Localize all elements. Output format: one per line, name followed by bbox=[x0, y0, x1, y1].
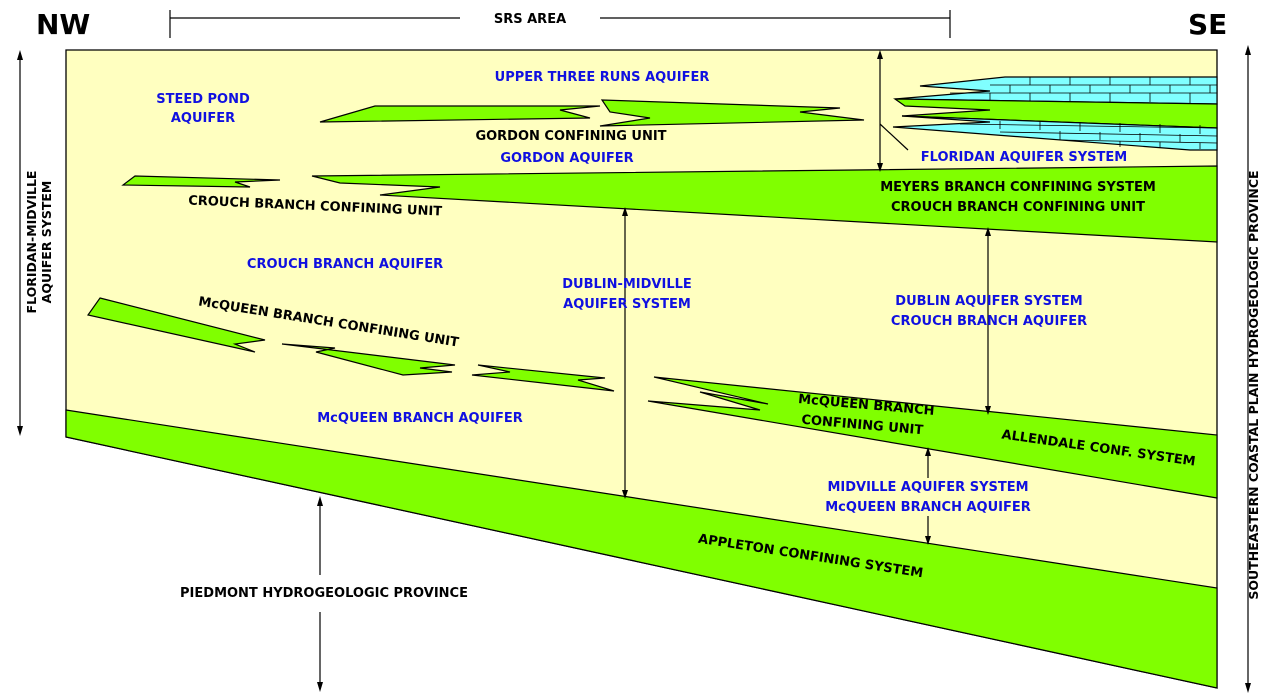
mcqueen-cu-lens-2 bbox=[281, 343, 456, 376]
piedmont-label: PIEDMONT HYDROGEOLOGIC PROVINCE bbox=[180, 586, 468, 601]
gordon-cu-lens-2 bbox=[599, 99, 865, 127]
dublin-midville-label-1: DUBLIN-MIDVILLE bbox=[562, 277, 692, 292]
srs-area-label: SRS AREA bbox=[494, 12, 566, 27]
right-side-label: SOUTHEASTERN COASTAL PLAIN HYDROGEOLOGIC… bbox=[1246, 170, 1261, 599]
dublin-midville-arrow bbox=[622, 207, 628, 499]
dublin-midville-label-2: AQUIFER SYSTEM bbox=[563, 297, 691, 312]
floridan-label: FLORIDAN AQUIFER SYSTEM bbox=[921, 150, 1127, 165]
mcqueen-cu-lens-3 bbox=[471, 364, 615, 392]
meyers-label-1: MEYERS BRANCH CONFINING SYSTEM bbox=[880, 180, 1156, 195]
floridan-limestone bbox=[892, 76, 1218, 151]
right-arrow bbox=[1245, 45, 1251, 693]
crouch-cu-lens-nw bbox=[121, 175, 281, 188]
gordon-aquifer-label: GORDON AQUIFER bbox=[500, 151, 633, 166]
appleton-confining-system bbox=[65, 409, 1218, 689]
gordon-cu-label: GORDON CONFINING UNIT bbox=[475, 129, 666, 144]
midville-label-1: MIDVILLE AQUIFER SYSTEM bbox=[827, 480, 1028, 495]
dublin-label-2: CROUCH BRANCH AQUIFER bbox=[891, 314, 1087, 329]
upper-three-runs-label: UPPER THREE RUNS AQUIFER bbox=[495, 70, 710, 85]
steed-pond-label-2: AQUIFER bbox=[171, 111, 235, 126]
mcqueen-cu-lens-1 bbox=[86, 297, 266, 353]
nw-label: NW bbox=[36, 8, 90, 41]
meyers-branch-confining-system bbox=[311, 165, 1218, 243]
gordon-cu-lens-1 bbox=[319, 105, 601, 123]
dublin-label-1: DUBLIN AQUIFER SYSTEM bbox=[895, 294, 1082, 309]
dublin-arrow bbox=[985, 227, 991, 415]
midville-label-2: McQUEEN BRANCH AQUIFER bbox=[825, 500, 1031, 515]
crouch-branch-aquifer-label: CROUCH BRANCH AQUIFER bbox=[247, 257, 443, 272]
se-label: SE bbox=[1188, 8, 1227, 41]
left-side-label-1: FLORIDAN-MIDVILLE bbox=[24, 171, 39, 314]
left-arrow bbox=[17, 50, 23, 436]
midville-arrow bbox=[925, 447, 931, 545]
meyers-label-2: CROUCH BRANCH CONFINING UNIT bbox=[891, 200, 1145, 215]
piedmont-arrow bbox=[317, 496, 323, 692]
left-side-label-2: AQUIFER SYSTEM bbox=[39, 181, 54, 304]
srs-area-dimension bbox=[169, 10, 951, 38]
mcqueen-aquifer-label: McQUEEN BRANCH AQUIFER bbox=[317, 411, 523, 426]
steed-pond-label-1: STEED POND bbox=[156, 92, 250, 107]
allendale-confining-system bbox=[647, 376, 1218, 499]
floridan-arrow bbox=[877, 50, 909, 172]
